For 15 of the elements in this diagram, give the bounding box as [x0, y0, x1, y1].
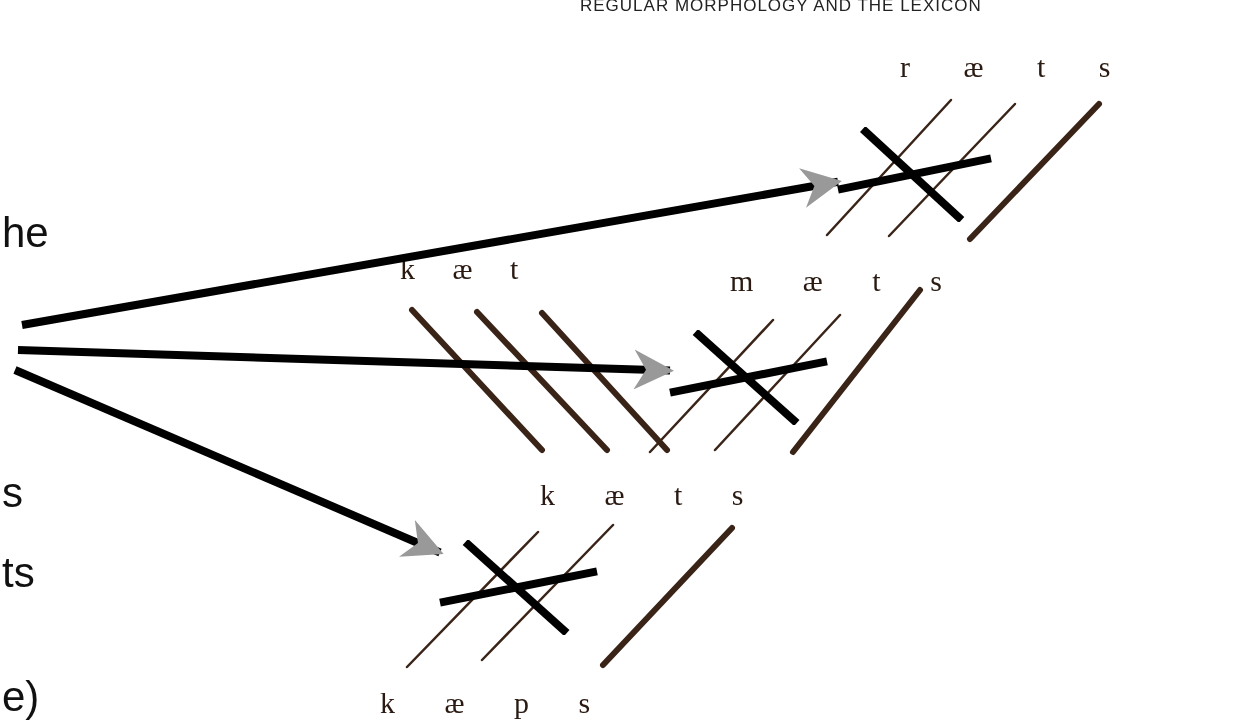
crossed-out-link-mark — [836, 127, 993, 222]
phoneme-sequence: r æ t s — [900, 52, 1111, 82]
crossed-out-link-mark — [438, 540, 599, 635]
text-fragment: ts — [2, 552, 35, 594]
crossed-out-link-mark — [668, 330, 829, 425]
arrow — [13, 366, 444, 557]
arrow — [17, 346, 674, 390]
text-fragment: he — [2, 212, 49, 254]
running-header: REGULAR MORPHOLOGY AND THE LEXICON — [580, 0, 982, 14]
text-fragment: s — [2, 472, 23, 514]
phoneme-sequence: k æ p s — [380, 688, 591, 718]
phoneme-sequence: m æ t s — [730, 266, 942, 296]
arrow — [21, 168, 842, 329]
text-fragment: e) — [2, 676, 40, 718]
phoneme-sequence: k æ t s — [540, 480, 744, 510]
